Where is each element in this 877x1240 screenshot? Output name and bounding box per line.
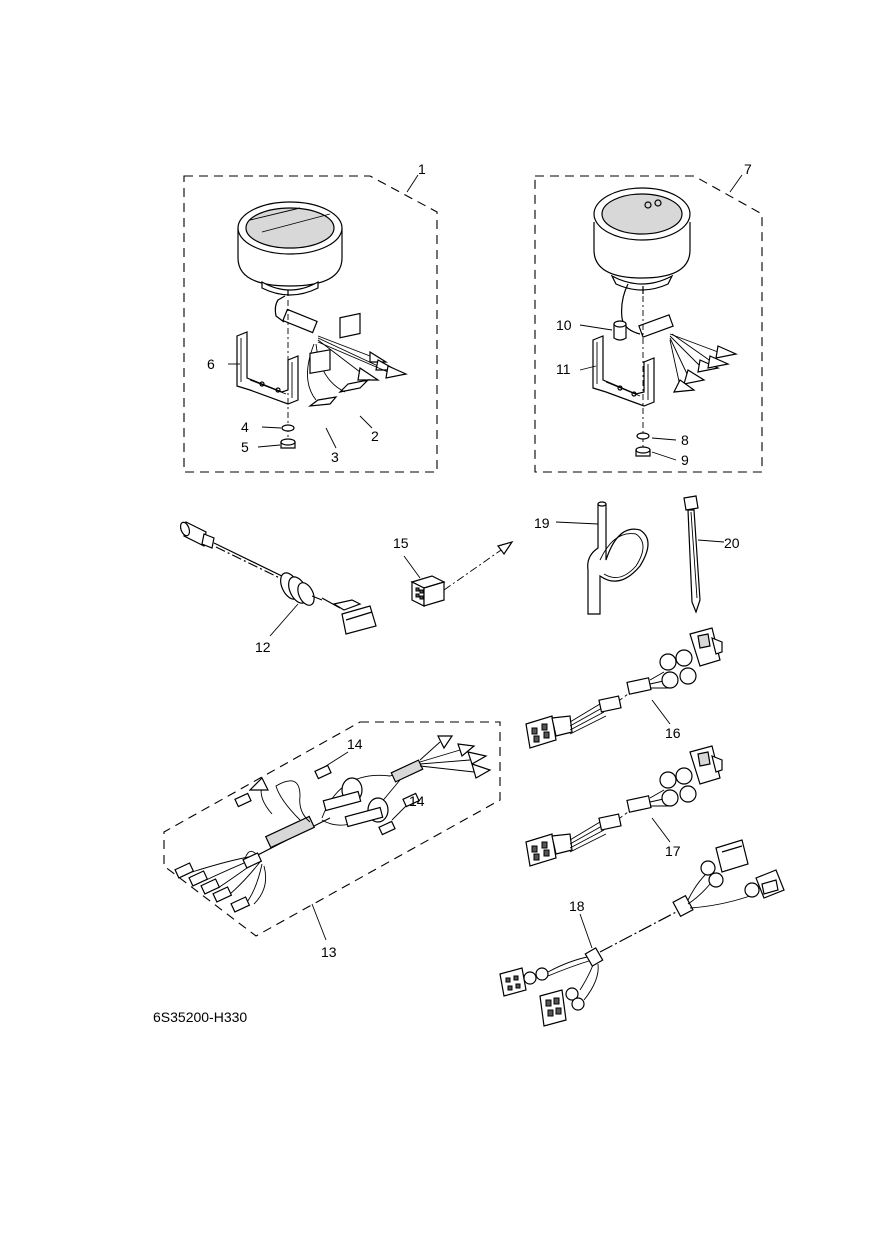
- connector-18a-icon: [499, 967, 549, 997]
- sleeve-18b: [672, 894, 694, 918]
- connector-17a-icon: [525, 833, 573, 867]
- bracket-11-icon: [592, 335, 655, 407]
- callout-17: 17: [665, 843, 681, 859]
- connector-18b-icon: [539, 987, 585, 1027]
- terminal-14d-icon: [378, 820, 396, 836]
- gauge-1-icon: [237, 201, 343, 296]
- callout-1: 1: [418, 161, 426, 177]
- gauge-7-cable: [621, 283, 641, 335]
- callout-5: 5: [241, 439, 249, 455]
- callout-20: 20: [724, 535, 740, 551]
- sleeve-17b: [626, 795, 652, 813]
- connector-17b-icon: [659, 745, 723, 807]
- gauge-assembly-1: [183, 174, 438, 473]
- connector-15: [403, 540, 514, 607]
- gauge-1-cable: [274, 295, 286, 323]
- terminal-14a-icon: [314, 764, 332, 780]
- callout-2: 2: [371, 428, 379, 444]
- callout-8: 8: [681, 432, 689, 448]
- cable-tie-20-icon: [683, 495, 725, 614]
- gauge-assembly-7: [534, 174, 763, 473]
- lead-wires-7: [669, 333, 738, 393]
- callout-12: 12: [255, 639, 271, 655]
- tube-19-icon: [555, 501, 649, 615]
- sensor-plug-icon: [179, 521, 215, 549]
- callout-13: 13: [321, 944, 337, 960]
- callout-7: 7: [744, 161, 752, 177]
- callout-6: 6: [207, 356, 215, 372]
- callout-3: 3: [331, 449, 339, 465]
- callout-15: 15: [393, 535, 409, 551]
- lead-wires-1: [307, 335, 408, 401]
- connector-18d-icon: [744, 869, 785, 899]
- harness-16: [525, 627, 723, 749]
- nut-9-icon: [635, 446, 651, 457]
- connector-16b-icon: [659, 627, 723, 689]
- sleeve-13: [264, 815, 316, 849]
- terminal-14b-icon: [234, 792, 252, 808]
- callout-10: 10: [556, 317, 572, 333]
- group-box-7: [534, 175, 763, 473]
- nut-5-icon: [280, 438, 296, 449]
- cap-10-icon: [613, 320, 627, 341]
- bracket-6-icon: [236, 331, 299, 405]
- sleeve-18: [584, 947, 604, 967]
- callout-14b: 14: [409, 793, 425, 809]
- grommet-icon: [280, 572, 323, 606]
- washer-8-icon: [636, 432, 650, 440]
- sleeve-16b: [626, 677, 652, 695]
- group-box-13: [163, 721, 501, 937]
- connector-16a-icon: [525, 715, 573, 749]
- sensor-cable-12: [179, 521, 377, 637]
- callout-11: 11: [556, 361, 571, 377]
- callout-19: 19: [534, 515, 550, 531]
- callout-18: 18: [569, 898, 585, 914]
- harness-assembly-13: [163, 721, 501, 941]
- terminal-cover-3-icon: [307, 349, 338, 407]
- fuse-holder-icon: [322, 777, 389, 828]
- terminal-cover-2-icon: [338, 312, 370, 393]
- callout-16: 16: [665, 725, 681, 741]
- cable-sleeve: [282, 308, 318, 334]
- callout-4: 4: [241, 419, 249, 435]
- harness-13-leads-right: [419, 735, 492, 779]
- harness-18: [499, 839, 785, 1027]
- group-box-1: [183, 175, 438, 473]
- coupler-15-icon: [410, 575, 446, 607]
- cable-sleeve-7: [638, 314, 674, 338]
- terminal-14c-icon: [402, 792, 420, 808]
- connector-18c-icon: [700, 839, 749, 888]
- washer-4-icon: [281, 424, 295, 432]
- harness-13-terminals-left: [174, 850, 267, 913]
- gauge-7-icon: [593, 187, 691, 294]
- sensor-connector-icon: [332, 599, 377, 635]
- diagram-code: 6S35200-H330: [153, 1009, 247, 1025]
- harness-17: [525, 745, 723, 867]
- callout-14a: 14: [347, 736, 363, 752]
- callout-9: 9: [681, 452, 689, 468]
- sleeve-16a: [598, 695, 622, 713]
- sleeve-17a: [598, 813, 622, 831]
